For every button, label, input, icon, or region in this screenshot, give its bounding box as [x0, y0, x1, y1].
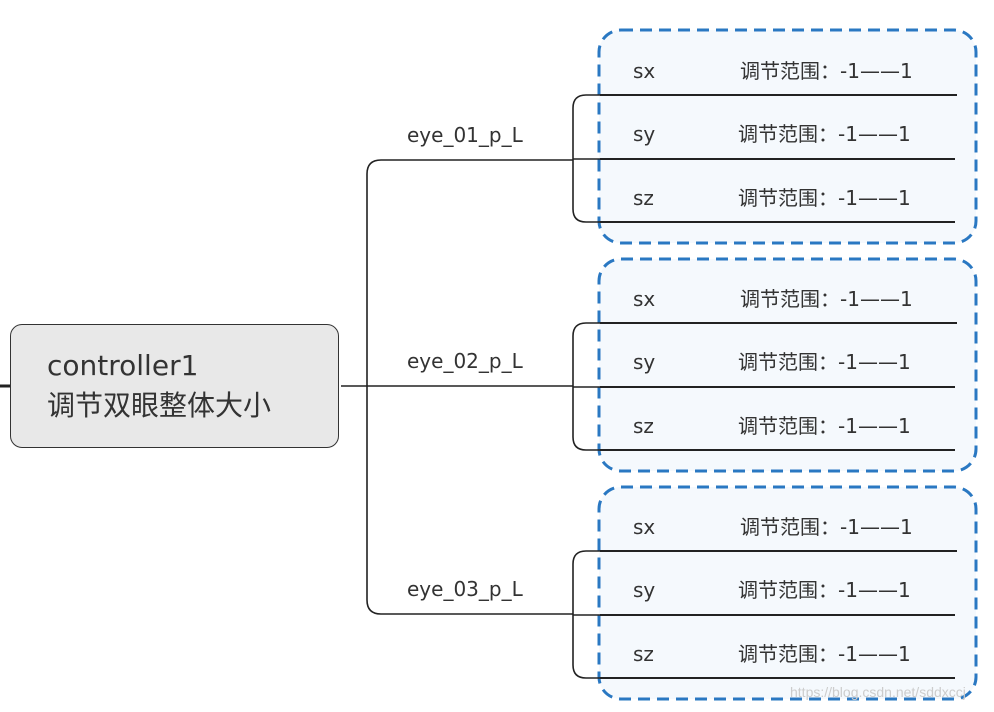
- branch-eye-01[interactable]: eye_01_p_L: [407, 123, 523, 147]
- bracket-3: [572, 550, 600, 679]
- range-sz[interactable]: 调节范围：-1——1: [738, 642, 911, 666]
- range-sy[interactable]: 调节范围：-1——1: [738, 350, 911, 374]
- root-topic[interactable]: controller1 调节双眼整体大小: [10, 324, 339, 448]
- range-sx[interactable]: 调节范围：-1——1: [740, 515, 913, 539]
- branch-eye-03[interactable]: eye_03_p_L: [407, 577, 523, 601]
- axis-sz[interactable]: sz: [633, 642, 654, 666]
- axis-sy[interactable]: sy: [633, 350, 656, 374]
- range-sx[interactable]: 调节范围：-1——1: [740, 59, 913, 83]
- boundary-2: [597, 257, 978, 473]
- bracket-2: [572, 322, 600, 451]
- axis-sz[interactable]: sz: [633, 414, 654, 438]
- axis-sz[interactable]: sz: [633, 186, 654, 210]
- branch-eye-02[interactable]: eye_02_p_L: [407, 349, 523, 373]
- range-sx[interactable]: 调节范围：-1——1: [740, 287, 913, 311]
- axis-sx[interactable]: sx: [633, 515, 656, 539]
- bracket-1: [572, 94, 600, 223]
- axis-sy[interactable]: sy: [633, 578, 656, 602]
- range-sz[interactable]: 调节范围：-1——1: [738, 414, 911, 438]
- boundary-1: [597, 28, 978, 245]
- range-sz[interactable]: 调节范围：-1——1: [738, 186, 911, 210]
- range-sy[interactable]: 调节范围：-1——1: [738, 578, 911, 602]
- axis-sy[interactable]: sy: [633, 122, 656, 146]
- root-subtitle: 调节双眼整体大小: [47, 389, 272, 422]
- watermark: https://blog.csdn.net/sddxccj: [790, 684, 966, 700]
- axis-sx[interactable]: sx: [633, 287, 656, 311]
- range-sy[interactable]: 调节范围：-1——1: [738, 122, 911, 146]
- root-title: controller1: [47, 349, 199, 382]
- boundary-3: [597, 485, 978, 701]
- axis-sx[interactable]: sx: [633, 59, 656, 83]
